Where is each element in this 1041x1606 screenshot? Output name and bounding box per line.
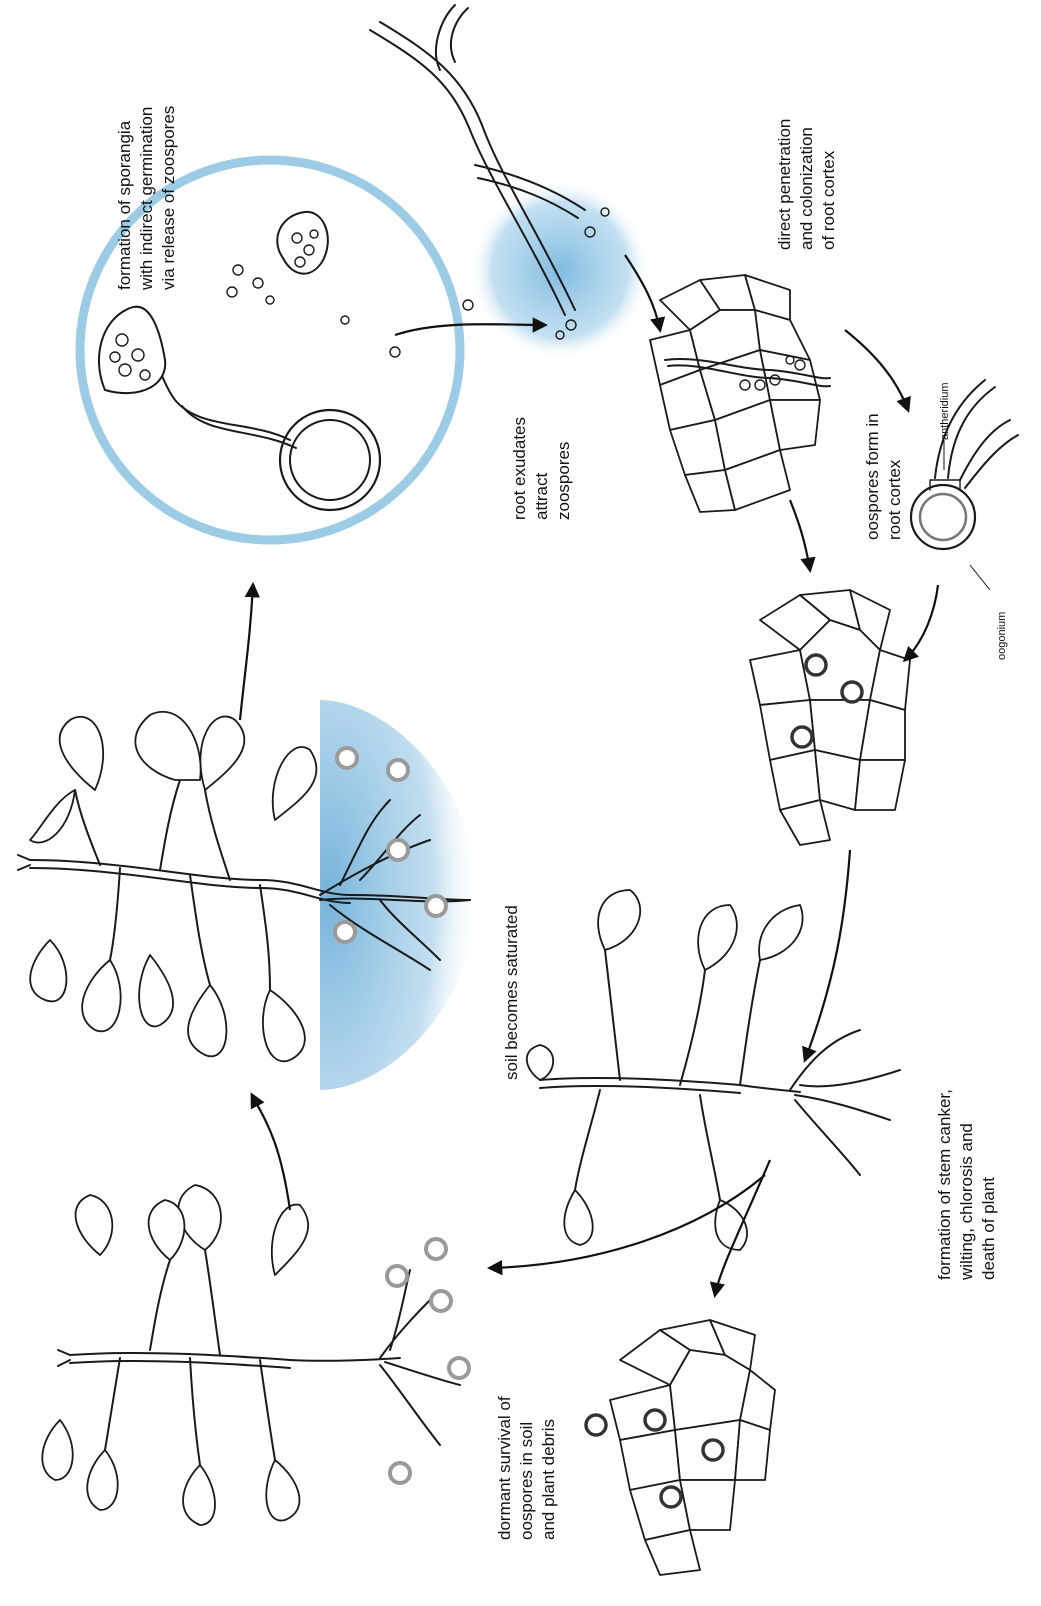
oospores-label-line2: root cortex <box>885 459 904 540</box>
arrow-oospores-to-canker <box>805 850 850 1060</box>
svg-text:formation of stem canker,: formation of stem canker, wilting, chlor… <box>935 1084 998 1281</box>
oogonium-antheridium: antheridium oogonium <box>911 380 1018 660</box>
sporangia-label-line1: formation of sporangia <box>115 120 134 290</box>
arrow-penetration-to-oospores <box>790 500 810 570</box>
plant-debris-oospores <box>610 1320 775 1575</box>
soil-saturated-label: soil becomes saturated <box>502 905 521 1080</box>
plant-dormant-oospores: dormant survival of oospores in soil and… <box>42 1185 606 1540</box>
svg-text:direct penetration and c: direct penetration and colonization of r… <box>775 114 838 250</box>
antheridium-label: antheridium <box>939 383 951 440</box>
sporangia-label-line3: via release of zoospores <box>159 106 178 290</box>
root-cortex-penetration: direct penetration and colonization of r… <box>650 114 838 512</box>
stem-canker-label-line1: formation of stem canker, <box>935 1089 954 1280</box>
plant-soil-saturated: soil becomes saturated <box>18 700 521 1090</box>
oospores-label-line1: oospores form in <box>863 413 882 540</box>
sporangia-circle: formation of sporangia with indirect ger… <box>80 102 460 540</box>
stem-canker-label-line2: wilting, chlorosis and <box>957 1123 976 1281</box>
root-exudates-label-line2: attract <box>532 472 551 520</box>
zoospores-released <box>227 265 400 357</box>
stem-canker-label-line3: death of plant <box>979 1177 998 1280</box>
penetration-label-line3: of root cortex <box>819 150 838 250</box>
root-exudates-label-line3: zoospores <box>554 442 573 520</box>
plant-stem-canker: formation of stem canker, wilting, chlor… <box>527 890 998 1281</box>
sporangia-label-line2: with indirect germination <box>137 107 156 291</box>
penetration-label-line1: direct penetration <box>775 119 794 250</box>
svg-text:root exudates attract: root exudates attract zoospores <box>510 412 573 520</box>
arrow-oogonium-to-oospores <box>905 585 938 660</box>
arrow-saturated-to-sporangia <box>240 585 253 720</box>
arrow-penetration-to-oogonium <box>845 330 908 410</box>
svg-text:formation of sporangia w: formation of sporangia with indirect ger… <box>115 102 178 291</box>
penetration-label-line2: and colonization <box>797 127 816 250</box>
svg-text:dormant survival of oosp: dormant survival of oospores in soil and… <box>495 1392 558 1540</box>
oogonium-label: oogonium <box>996 612 1008 660</box>
dormant-label-line3: and plant debris <box>539 1419 558 1540</box>
dormant-label-line2: oospores in soil <box>517 1422 536 1540</box>
root-exudates-label-line1: root exudates <box>510 417 529 520</box>
root-exudates-illustration: root exudates attract zoospores <box>370 5 650 520</box>
dormant-label-line1: dormant survival of <box>495 1396 514 1540</box>
svg-text:oospores form in root co: oospores form in root cortex <box>863 409 904 540</box>
arrow-dormant-to-saturated <box>252 1095 290 1210</box>
